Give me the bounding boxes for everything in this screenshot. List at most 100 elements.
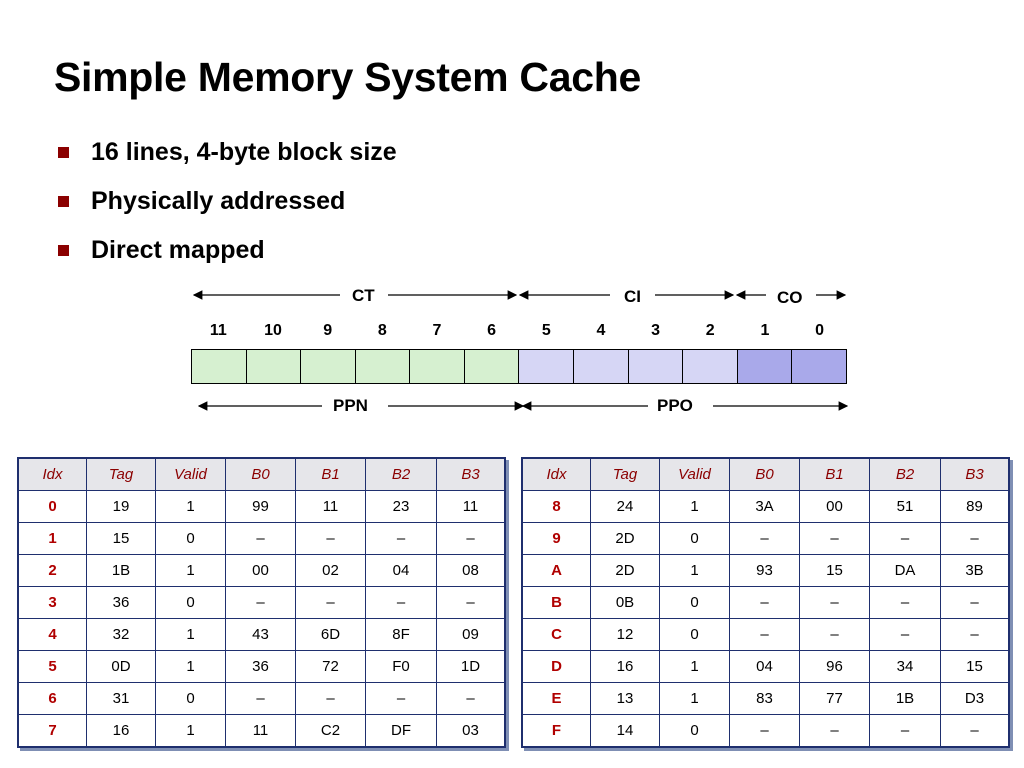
bit-number: 0 <box>815 322 824 339</box>
bit-number: 1 <box>760 322 770 339</box>
table-cell: 2D <box>590 522 660 555</box>
table-cell: 36 <box>86 586 156 619</box>
bit-number: 10 <box>264 322 282 339</box>
table-cell: 99 <box>225 490 296 523</box>
table-cell: – <box>869 618 941 651</box>
table-cell: 15 <box>940 650 1010 683</box>
bullet-list: 16 lines, 4-byte block size Physically a… <box>58 128 397 275</box>
table-cell: 34 <box>869 650 941 683</box>
table-cell: – <box>225 586 296 619</box>
column-header: B2 <box>365 457 437 491</box>
table-cell: 0B <box>590 586 660 619</box>
bit-number: 5 <box>541 322 551 339</box>
table-cell: 0 <box>659 714 730 748</box>
table-cell: 0 <box>659 522 730 555</box>
table-cell: 1 <box>155 554 226 587</box>
ct-bit-box <box>246 350 302 383</box>
column-header: B0 <box>225 457 296 491</box>
table-cell: 23 <box>365 490 437 523</box>
bit-number: 2 <box>705 322 715 339</box>
table-cell: 16 <box>86 714 156 748</box>
table-cell: C2 <box>295 714 366 748</box>
table-cell: 15 <box>86 522 156 555</box>
table-cell: 19 <box>86 490 156 523</box>
table-cell: 1 <box>155 714 226 748</box>
ct-bit-box <box>464 350 520 383</box>
table-cell: – <box>940 618 1010 651</box>
page-title: Simple Memory System Cache <box>54 54 641 100</box>
table-cell: 11 <box>295 490 366 523</box>
index-cell: A <box>521 554 591 587</box>
table-cell: – <box>295 586 366 619</box>
bit-number: 4 <box>596 322 606 339</box>
address-arrows <box>192 290 849 411</box>
table-cell: – <box>436 522 506 555</box>
table-cell: – <box>365 682 437 715</box>
table-cell: F0 <box>365 650 437 683</box>
table-cell: 15 <box>799 554 870 587</box>
table-cell: 6D <box>295 618 366 651</box>
table-cell: 3A <box>729 490 800 523</box>
table-cell: 0 <box>155 586 226 619</box>
index-cell: 6 <box>17 682 87 715</box>
table-cell: 1 <box>659 682 730 715</box>
table-cell: DA <box>869 554 941 587</box>
index-cell: F <box>521 714 591 748</box>
column-header: B0 <box>729 457 800 491</box>
table-cell: 13 <box>590 682 660 715</box>
bullet-item: 16 lines, 4-byte block size <box>58 128 397 177</box>
table-cell: D3 <box>940 682 1010 715</box>
index-cell: 0 <box>17 490 87 523</box>
bit-numbers: 11 10 9 8 7 6 5 4 3 2 1 0 <box>191 322 847 340</box>
column-header: B1 <box>295 457 366 491</box>
index-cell: 2 <box>17 554 87 587</box>
bit-number: 9 <box>323 322 333 339</box>
table-cell: 0 <box>659 586 730 619</box>
index-cell: D <box>521 650 591 683</box>
bit-number: 8 <box>377 322 387 339</box>
table-cell: 14 <box>590 714 660 748</box>
ppo-label: PPO <box>651 396 699 416</box>
table-cell: – <box>940 714 1010 748</box>
table-cell: 83 <box>729 682 800 715</box>
bit-number: 3 <box>651 322 661 339</box>
co-label: CO <box>771 288 809 308</box>
column-header: B3 <box>940 457 1010 491</box>
table-cell: 00 <box>225 554 296 587</box>
table-cell: 1 <box>659 490 730 523</box>
table-cell: 32 <box>86 618 156 651</box>
index-cell: 3 <box>17 586 87 619</box>
table-cell: 04 <box>365 554 437 587</box>
bit-number: 6 <box>487 322 497 339</box>
table-cell: 09 <box>436 618 506 651</box>
bullet-item: Physically addressed <box>58 177 397 226</box>
table-cell: 43 <box>225 618 296 651</box>
column-header: B3 <box>436 457 506 491</box>
co-bit-box <box>737 350 793 383</box>
index-cell: C <box>521 618 591 651</box>
table-cell: 1 <box>155 618 226 651</box>
table-cell: 77 <box>799 682 870 715</box>
table-cell: 1B <box>86 554 156 587</box>
table-cell: 72 <box>295 650 366 683</box>
column-header: Idx <box>521 457 591 491</box>
table-cell: – <box>225 522 296 555</box>
table-cell: 0 <box>155 522 226 555</box>
column-header: B2 <box>869 457 941 491</box>
index-cell: 4 <box>17 618 87 651</box>
column-header: B1 <box>799 457 870 491</box>
table-cell: – <box>729 522 800 555</box>
table-cell: 1D <box>436 650 506 683</box>
ct-bit-box <box>301 350 356 383</box>
bullet-square-icon <box>58 245 69 256</box>
